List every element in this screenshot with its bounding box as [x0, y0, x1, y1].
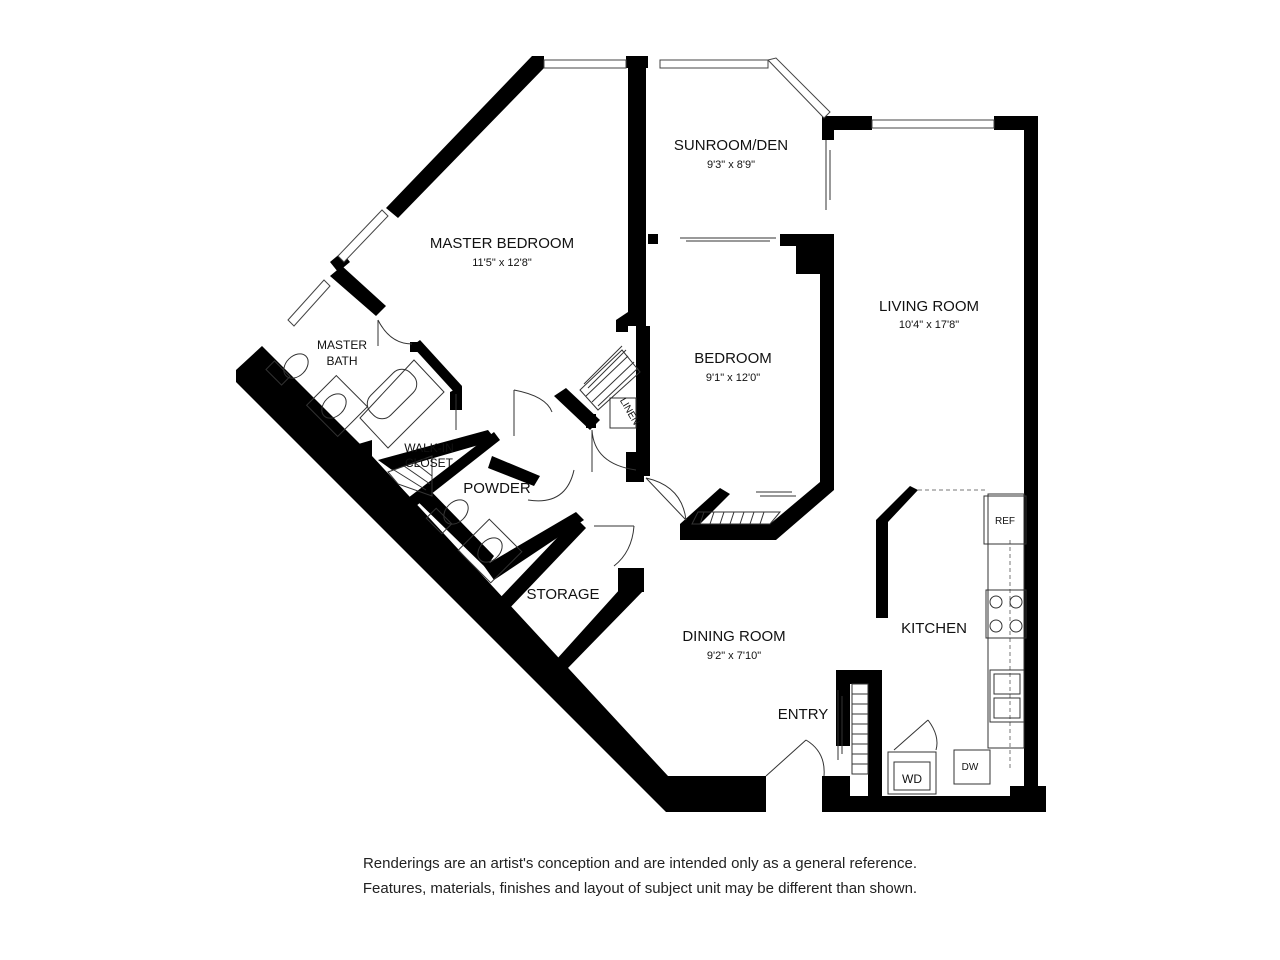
- master-bath-name-1: MASTER: [317, 338, 367, 352]
- powder-name: POWDER: [463, 480, 531, 497]
- bath-fixtures: [265, 353, 523, 584]
- storage-name: STORAGE: [526, 586, 599, 603]
- refrigerator: [983, 495, 1027, 545]
- bedroom-name: BEDROOM: [694, 350, 772, 367]
- powder-sink-icon: [457, 518, 523, 584]
- bedroom-dim: 9'1" x 12'0": [706, 372, 760, 384]
- powder-toilet-icon: [425, 499, 469, 535]
- walk-in-closet-name-2: CLOSET: [405, 456, 454, 470]
- dw-label: DW: [962, 762, 979, 773]
- master-bath-name-2: BATH: [326, 354, 357, 368]
- entry-name: ENTRY: [778, 706, 829, 723]
- sunroom-name: SUNROOM/DEN: [674, 137, 788, 154]
- cooktop-icon: [985, 589, 1027, 639]
- disclaimer-line-2: Features, materials, finishes and layout…: [362, 880, 918, 897]
- wd-label: WD: [902, 772, 922, 786]
- master-bedroom-name: MASTER BEDROOM: [430, 235, 574, 252]
- dining-room-name: DINING ROOM: [682, 628, 785, 645]
- toilet-icon: [265, 353, 309, 386]
- living-room-name: LIVING ROOM: [879, 298, 979, 315]
- structural-walls: [236, 56, 1046, 812]
- bathtub-icon: [359, 359, 445, 449]
- dining-room-dim: 9'2" x 7'10": [707, 650, 761, 662]
- master-bedroom-dim: 11'5" x 12'8": [472, 257, 532, 269]
- dishwasher: [953, 749, 991, 785]
- doors: [377, 140, 938, 777]
- room-labels: MASTER BEDROOM 11'5" x 12'8" SUNROOM/DEN…: [317, 137, 1015, 786]
- disclaimer-line-1: Renderings are an artist's conception an…: [362, 855, 918, 872]
- ref-label: REF: [995, 516, 1015, 527]
- walk-in-closet-name-1: WALK-IN: [404, 441, 454, 455]
- washer-dryer: [887, 751, 937, 795]
- kitchen-sink-icon: [989, 669, 1025, 723]
- closet-shelving: [387, 349, 869, 775]
- sunroom-dim: 9'3" x 8'9": [707, 159, 755, 171]
- windows: [287, 57, 995, 327]
- kitchen-name: KITCHEN: [901, 620, 967, 637]
- kitchen-fixtures: [609, 397, 1027, 795]
- living-room-dim: 10'4" x 17'8": [899, 319, 959, 331]
- sink-icon: [305, 374, 369, 438]
